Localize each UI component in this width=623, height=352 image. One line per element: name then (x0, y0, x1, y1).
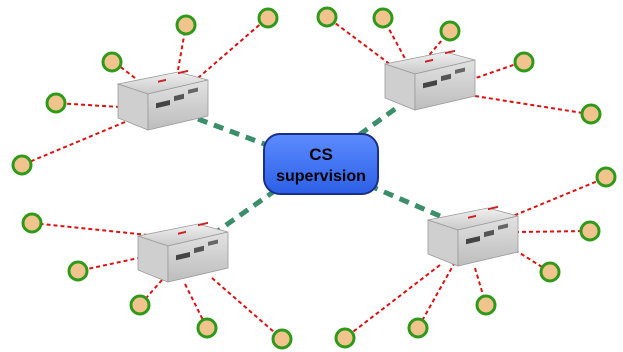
sensor-link (21, 121, 126, 166)
device-bottom-left[interactable] (136, 221, 229, 283)
sensor-link (474, 95, 590, 115)
sensor-node-icon[interactable] (67, 260, 89, 282)
backbone-links (197, 106, 441, 238)
sensor-node-icon[interactable] (257, 7, 279, 29)
sensor-node-icon[interactable] (513, 51, 535, 73)
backbone-link-top-right (350, 106, 397, 143)
backbone-link-bottom-right (374, 185, 441, 219)
sensor-node-icon[interactable] (11, 154, 33, 176)
sensor-link (417, 261, 456, 329)
sensor-node-icon[interactable] (407, 317, 429, 339)
sensor-node-icon[interactable] (45, 92, 67, 114)
sensor-link (469, 61, 523, 81)
sensor-link (139, 279, 163, 306)
server-box-icon (116, 69, 209, 131)
hub-title: CS (309, 145, 333, 164)
sensor-node-icon[interactable] (595, 166, 617, 188)
hub-subtitle: supervision (276, 168, 366, 185)
sensor-link (31, 222, 149, 236)
sensor-link (184, 283, 208, 329)
sensor-nodes (11, 6, 617, 350)
sensor-links (21, 16, 606, 340)
backbone-link-top-left (197, 116, 276, 151)
sensor-node-icon[interactable] (129, 294, 151, 316)
sensor-link (507, 177, 606, 219)
sensor-node-icon[interactable] (475, 294, 497, 316)
sensor-node-icon[interactable] (334, 327, 356, 349)
sensor-node-icon[interactable] (439, 20, 461, 42)
device-top-left[interactable] (116, 69, 209, 131)
sensor-link (55, 102, 121, 108)
sensor-link (211, 277, 283, 340)
server-box-icon (426, 205, 519, 267)
sensor-link (326, 16, 396, 69)
sensor-node-icon[interactable] (175, 14, 197, 36)
sensor-link (344, 264, 441, 339)
sensor-node-icon[interactable] (21, 212, 43, 234)
sensor-node-icon[interactable] (196, 317, 218, 339)
server-box-icon (383, 49, 476, 111)
sensor-node-icon[interactable] (539, 261, 561, 283)
hub-box (263, 133, 379, 195)
sensor-node-icon[interactable] (580, 103, 602, 125)
sensor-link (514, 230, 591, 233)
backbone-link-bottom-left (210, 187, 278, 238)
sensor-link (77, 255, 149, 272)
sensor-node-icon[interactable] (101, 51, 123, 73)
server-box-icon (136, 221, 229, 283)
cs-supervision-hub[interactable]: CS supervision (263, 133, 379, 195)
sensor-node-icon[interactable] (271, 328, 293, 350)
sensor-node-icon[interactable] (316, 6, 338, 28)
device-bottom-right[interactable] (426, 205, 519, 267)
sensor-node-icon[interactable] (372, 7, 394, 29)
sensor-link (197, 19, 266, 79)
device-top-right[interactable] (383, 49, 476, 111)
sensor-node-icon[interactable] (579, 220, 601, 242)
